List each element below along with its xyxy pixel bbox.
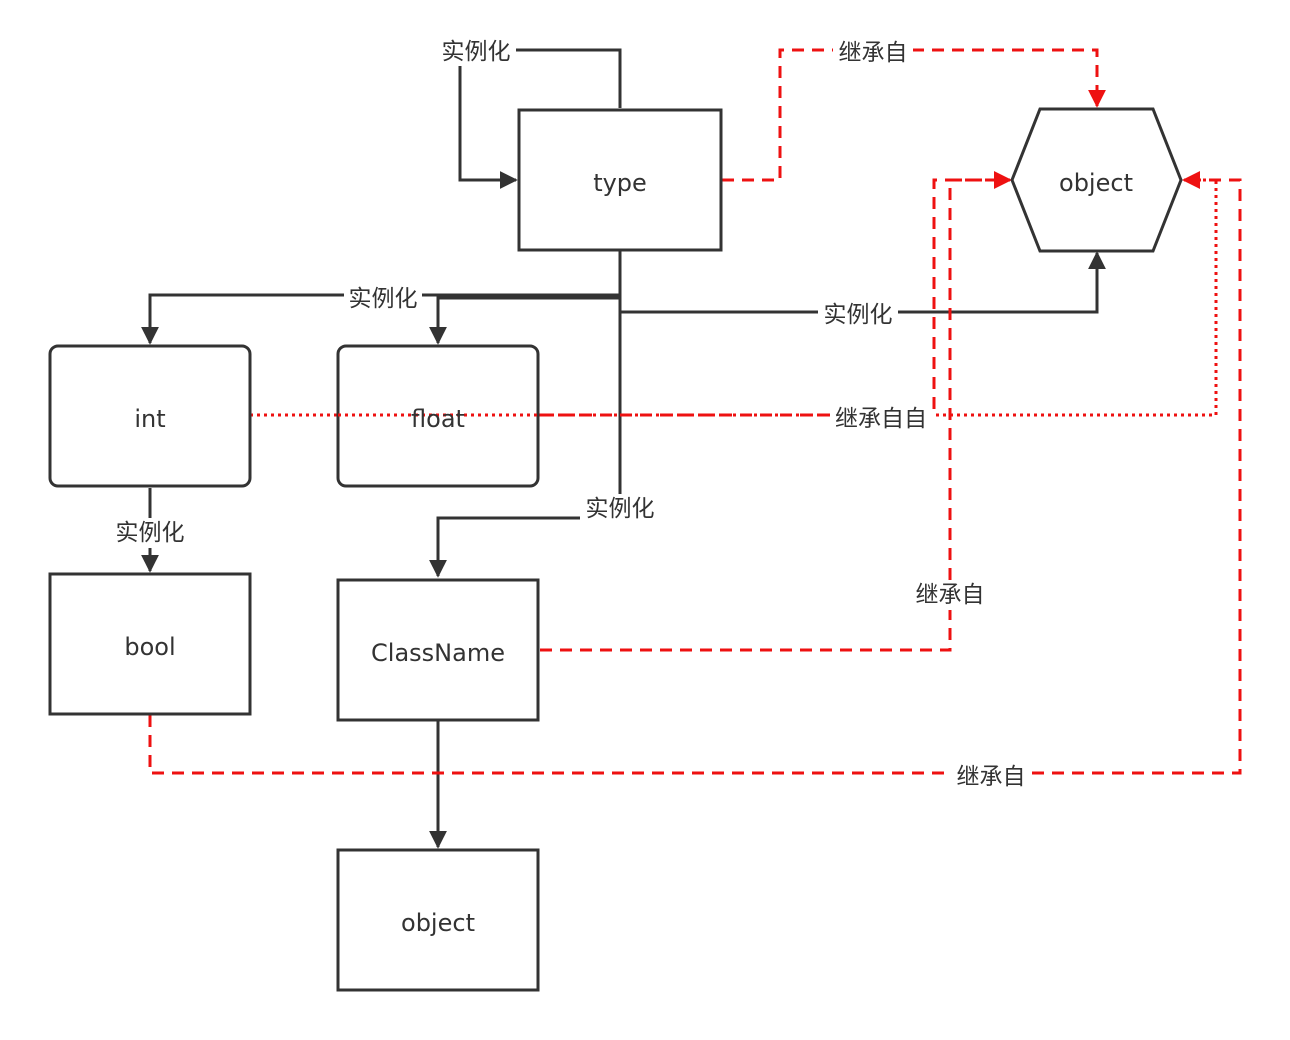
label-int-to-bool: 实例化 bbox=[110, 518, 190, 548]
node-object-box[interactable]: object bbox=[336, 848, 540, 992]
node-object-hexagon-label: object bbox=[1059, 169, 1133, 197]
edge-bool-inherits-object bbox=[148, 171, 1242, 775]
edge-type-inherits-object bbox=[722, 48, 1106, 182]
label-type-to-int-float: 实例化 bbox=[344, 284, 422, 314]
label-type-to-classname: 实例化 bbox=[580, 494, 660, 524]
label-type-inherit: 继承自 bbox=[833, 38, 913, 68]
label-bool-inherit-text: 继承自 bbox=[957, 764, 1026, 790]
label-classname-inherit: 继承自 bbox=[910, 580, 990, 610]
node-classname[interactable]: ClassName bbox=[336, 578, 540, 722]
label-int-to-bool-text: 实例化 bbox=[116, 520, 185, 546]
label-int-float-inherit-text: 继承自自 bbox=[835, 406, 927, 432]
label-type-to-classname-text: 实例化 bbox=[586, 496, 655, 522]
label-classname-inherit-text: 继承自 bbox=[916, 582, 985, 608]
node-type[interactable]: type bbox=[517, 108, 723, 252]
edge-type-to-object-hex bbox=[620, 251, 1106, 314]
label-type-to-int-float-text: 实例化 bbox=[349, 286, 418, 312]
node-int[interactable]: int bbox=[48, 344, 252, 488]
label-type-to-object-text: 实例化 bbox=[824, 302, 893, 328]
label-type-inherit-text: 继承自 bbox=[839, 40, 908, 66]
edge-classname-inherits-object bbox=[540, 171, 1012, 652]
node-classname-label: ClassName bbox=[371, 639, 505, 667]
node-bool-label: bool bbox=[124, 633, 175, 661]
node-float-label: float bbox=[411, 405, 465, 433]
node-object-box-label: object bbox=[401, 909, 475, 937]
label-type-self: 实例化 bbox=[436, 36, 516, 66]
node-float[interactable]: float bbox=[336, 344, 620, 488]
node-bool[interactable]: bool bbox=[48, 572, 252, 716]
node-object-hexagon[interactable]: object bbox=[1010, 107, 1183, 253]
edge-int-inherits-object bbox=[250, 171, 1218, 417]
edge-type-to-float bbox=[429, 296, 620, 345]
label-int-float-inherit: 继承自自 bbox=[830, 404, 932, 434]
label-type-self-text: 实例化 bbox=[442, 39, 511, 65]
node-int-label: int bbox=[134, 405, 165, 433]
label-type-to-object: 实例化 bbox=[818, 300, 898, 330]
edge-type-to-int bbox=[141, 293, 620, 345]
node-type-label: type bbox=[593, 169, 647, 197]
label-bool-inherit: 继承自 bbox=[951, 762, 1031, 792]
